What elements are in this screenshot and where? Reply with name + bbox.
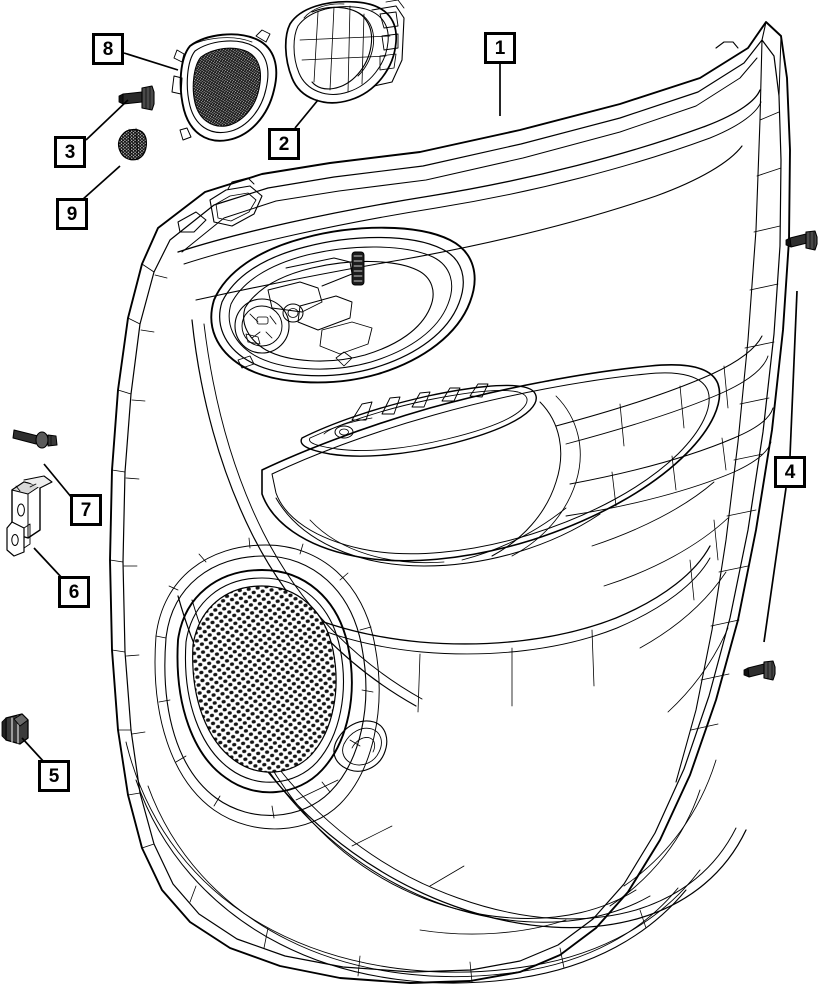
callout-7-number: 7 <box>80 499 92 521</box>
callout-4[interactable]: 4 <box>774 456 806 488</box>
leader-7 <box>43 463 73 499</box>
callout-3[interactable]: 3 <box>54 136 86 168</box>
callout-6[interactable]: 6 <box>58 576 90 608</box>
callout-5-number: 5 <box>48 765 60 787</box>
leader-lines <box>21 52 798 763</box>
grille-cover-part <box>171 29 278 142</box>
push-pin-clip-part <box>117 127 147 161</box>
callout-8-number: 8 <box>102 38 114 60</box>
callout-1-number: 1 <box>494 37 506 59</box>
leader-2 <box>294 99 319 129</box>
callout-6-number: 6 <box>68 581 80 603</box>
callout-2[interactable]: 2 <box>268 128 300 160</box>
screw-part-3 <box>118 85 155 111</box>
door-handle-recess <box>210 226 476 384</box>
callout-7[interactable]: 7 <box>70 494 102 526</box>
callout-3-number: 3 <box>64 141 76 163</box>
callout-1[interactable]: 1 <box>484 32 516 64</box>
retainer-clip-part-5 <box>1 713 29 745</box>
leader-4a <box>789 290 798 457</box>
screw-part-4-top <box>785 230 818 251</box>
callout-9-number: 9 <box>66 203 78 225</box>
callout-9[interactable]: 9 <box>56 198 88 230</box>
leader-4b <box>763 487 787 643</box>
callout-2-number: 2 <box>278 133 290 155</box>
leader-3 <box>85 99 129 141</box>
bolt-part-7 <box>12 429 58 449</box>
door-trim-panel <box>109 21 791 984</box>
speaker-housing-part <box>284 0 405 104</box>
leader-9 <box>81 165 121 201</box>
callout-5[interactable]: 5 <box>38 760 70 792</box>
armrest-pull-handle <box>261 364 721 567</box>
leader-6 <box>33 547 63 579</box>
bracket-part-6 <box>6 475 53 557</box>
callout-8[interactable]: 8 <box>92 33 124 65</box>
callout-4-number: 4 <box>784 461 796 483</box>
door-speaker-grille <box>154 537 380 830</box>
leader-8 <box>123 52 179 71</box>
leader-5 <box>21 737 45 763</box>
screw-part-4-bottom <box>743 660 776 681</box>
